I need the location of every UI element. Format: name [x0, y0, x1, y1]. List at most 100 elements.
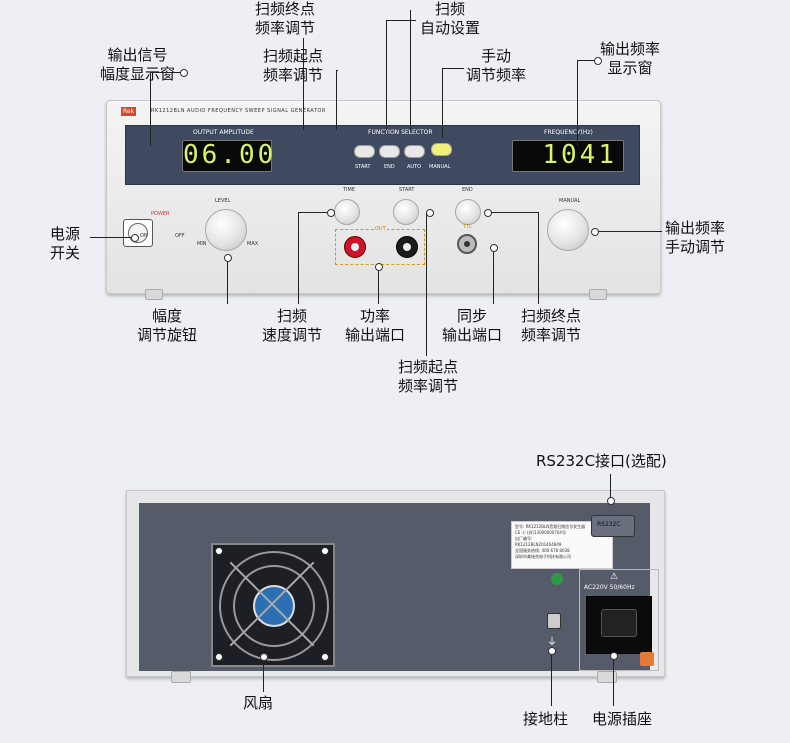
annot-manual-freq-knob: 输出频率手动调节 — [665, 219, 726, 256]
leader-line — [493, 247, 494, 304]
black-output-terminal[interactable] — [396, 236, 418, 258]
leader-dot — [591, 228, 599, 236]
start-freq-knob[interactable] — [393, 199, 419, 225]
annot-freq-window: 输出频率显示窗 — [600, 40, 661, 77]
rear-panel-device: 型号: RK1212BLN音频扫频信号发生器 CE ⓔ (苏)130000007… — [126, 490, 665, 683]
leader-line — [150, 72, 182, 73]
leader-line — [336, 70, 338, 71]
label-line: 全国服务热线: 400 678 8038 — [515, 548, 570, 553]
qc-sticker — [551, 573, 563, 585]
leader-dot — [426, 209, 434, 217]
manual-freq-knob[interactable] — [547, 209, 589, 251]
time-label: TIME — [343, 187, 356, 193]
auto-key[interactable] — [404, 145, 425, 158]
leader-dot — [180, 69, 188, 77]
min-label: MIN — [197, 241, 207, 247]
leader-line — [551, 650, 552, 706]
annot-rs232c: RS232C接口(选配) — [536, 452, 667, 470]
leader-line — [263, 656, 264, 692]
rear-foot-right — [597, 671, 617, 683]
leader-line — [596, 231, 662, 232]
annot-output-amp-window: 输出信号幅度显示窗 — [100, 46, 176, 83]
leader-line — [410, 10, 411, 130]
annot-manual-freq: 手动调节频率 — [466, 47, 527, 84]
start-key[interactable] — [354, 145, 375, 158]
ttl-label: TTL — [463, 224, 472, 230]
leader-dot — [484, 209, 492, 217]
frequency-label: FREQUENCY(Hz) — [544, 129, 593, 136]
annot-ground-post: 接地柱 — [523, 710, 569, 728]
annot-sweep-auto: 扫频自动设置 — [420, 0, 481, 37]
ground-post[interactable] — [547, 613, 561, 629]
leader-line — [426, 212, 427, 356]
fan-guard — [219, 551, 329, 661]
front-foot-right — [589, 289, 607, 300]
power-label: POWER — [151, 211, 170, 217]
brand-logo: Rek — [121, 107, 137, 116]
leader-dot — [131, 234, 139, 242]
start-key-label: START — [355, 164, 371, 170]
power-rating: AC220V 50/60Hz — [584, 584, 635, 591]
annot-power-socket: 电源插座 — [592, 710, 653, 728]
manual-knob-label: MANUAL — [559, 198, 581, 204]
annot-power-out: 功率输出端口 — [345, 307, 406, 344]
level-label: LEVEL — [215, 198, 231, 204]
manual-key[interactable] — [431, 143, 452, 156]
off-label: OFF — [175, 233, 185, 239]
leader-dot — [490, 244, 498, 252]
warning-icon: ⚠ — [610, 572, 619, 582]
function-selector-label: FUNCTION SELECTOR — [368, 129, 433, 136]
leader-line — [90, 237, 134, 238]
power-switch[interactable] — [123, 219, 153, 247]
rs232c-port[interactable]: RS232C — [591, 515, 635, 537]
rs232c-label: RS232C — [597, 521, 621, 528]
level-knob[interactable] — [205, 209, 247, 251]
rear-foot-left — [171, 671, 191, 683]
label-line: RK1212BLN201404849 — [515, 542, 562, 547]
annot-sweep-end-bottom: 扫频终点频率调节 — [521, 307, 582, 344]
annot-amp-knob: 幅度调节旋钮 — [137, 307, 198, 344]
output-terminal-box: OUT — [335, 226, 425, 265]
start-knob-label: START — [399, 187, 415, 193]
brand-bar: Rek RK1212BLN AUDIO FREQUENCY SWEEP SIGN… — [113, 106, 658, 118]
leader-dot — [375, 263, 383, 271]
label-line: 型号: RK1212BLN音频扫频信号发生器 — [515, 524, 586, 529]
annot-sweep-end-top: 扫频终点频率调节 — [255, 0, 316, 37]
output-amplitude-label: OUTPUT AMPLITUDE — [193, 129, 254, 136]
fan — [211, 543, 335, 667]
leader-line — [442, 68, 443, 138]
manual-key-label: MANUAL — [429, 164, 451, 170]
leader-dot — [594, 57, 602, 65]
red-output-terminal[interactable] — [344, 236, 366, 258]
leader-line — [577, 60, 597, 61]
time-knob[interactable] — [334, 199, 360, 225]
annot-sweep-start-top: 扫频起点频率调节 — [263, 47, 324, 84]
fuse-sticker — [640, 652, 654, 666]
leader-line — [386, 20, 387, 130]
leader-line — [487, 212, 539, 213]
power-socket[interactable] — [586, 596, 652, 654]
rear-panel: 型号: RK1212BLN音频扫频信号发生器 CE ⓔ (苏)130000007… — [139, 503, 659, 671]
label-line: CE ⓔ (苏)13000000704号 — [515, 530, 566, 535]
leader-line — [577, 60, 578, 146]
annot-sweep-speed: 扫频速度调节 — [262, 307, 323, 344]
leader-dot — [327, 209, 335, 217]
leader-line — [303, 38, 304, 130]
sync-bnc-port[interactable] — [457, 234, 477, 254]
out-label: OUT — [374, 226, 387, 232]
ground-icon: ⏚ — [547, 637, 557, 648]
max-label: MAX — [247, 241, 259, 247]
leader-line — [610, 474, 611, 500]
fan-guard-inner — [233, 565, 315, 647]
annot-fan: 风扇 — [243, 694, 274, 712]
power-socket-area: ⚠ AC220V 50/60Hz — [579, 569, 659, 671]
leader-line — [227, 257, 228, 304]
label-line: 深圳市美瑞克电子科技有限公司 — [515, 554, 571, 559]
auto-key-label: AUTO — [407, 164, 422, 170]
leader-dot — [548, 647, 556, 655]
leader-dot — [260, 653, 268, 661]
end-freq-knob[interactable] — [455, 199, 481, 225]
on-label: ON — [140, 233, 148, 239]
leader-line — [613, 655, 614, 706]
end-key[interactable] — [379, 145, 400, 158]
